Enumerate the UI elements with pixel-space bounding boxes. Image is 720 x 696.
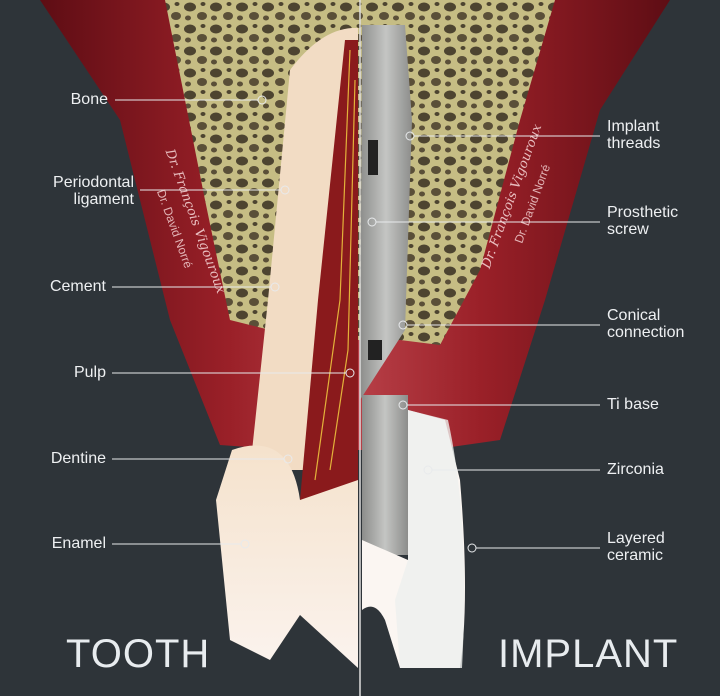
label-implant-threads: Implant threads	[607, 118, 661, 152]
leader-lines	[112, 95, 600, 553]
label-prosthetic-screw: Prosthetic screw	[607, 204, 679, 238]
title-implant: IMPLANT	[498, 632, 679, 676]
label-conical-connection: Conical connection	[607, 307, 685, 341]
pulp-nerves	[314, 49, 356, 481]
label-cement: Cement	[49, 278, 106, 295]
implant-body	[360, 25, 412, 400]
label-zirconia: Zirconia	[607, 461, 664, 478]
label-layered-ceramic: Layered ceramic	[607, 530, 665, 564]
label-dentine: Dentine	[50, 450, 106, 467]
prosthetic-screw	[368, 140, 382, 360]
label-ti-base: Ti base	[607, 396, 659, 413]
tooth-crown	[216, 445, 358, 668]
label-pulp: Pulp	[73, 364, 106, 381]
label-enamel: Enamel	[51, 535, 106, 552]
title-tooth: TOOTH	[66, 632, 211, 676]
label-bone: Bone	[70, 91, 108, 108]
ti-base	[362, 395, 408, 555]
pulp	[300, 40, 358, 500]
layered-ceramic	[395, 410, 465, 668]
label-periodontal-ligament: Periodontal ligament	[53, 174, 134, 208]
